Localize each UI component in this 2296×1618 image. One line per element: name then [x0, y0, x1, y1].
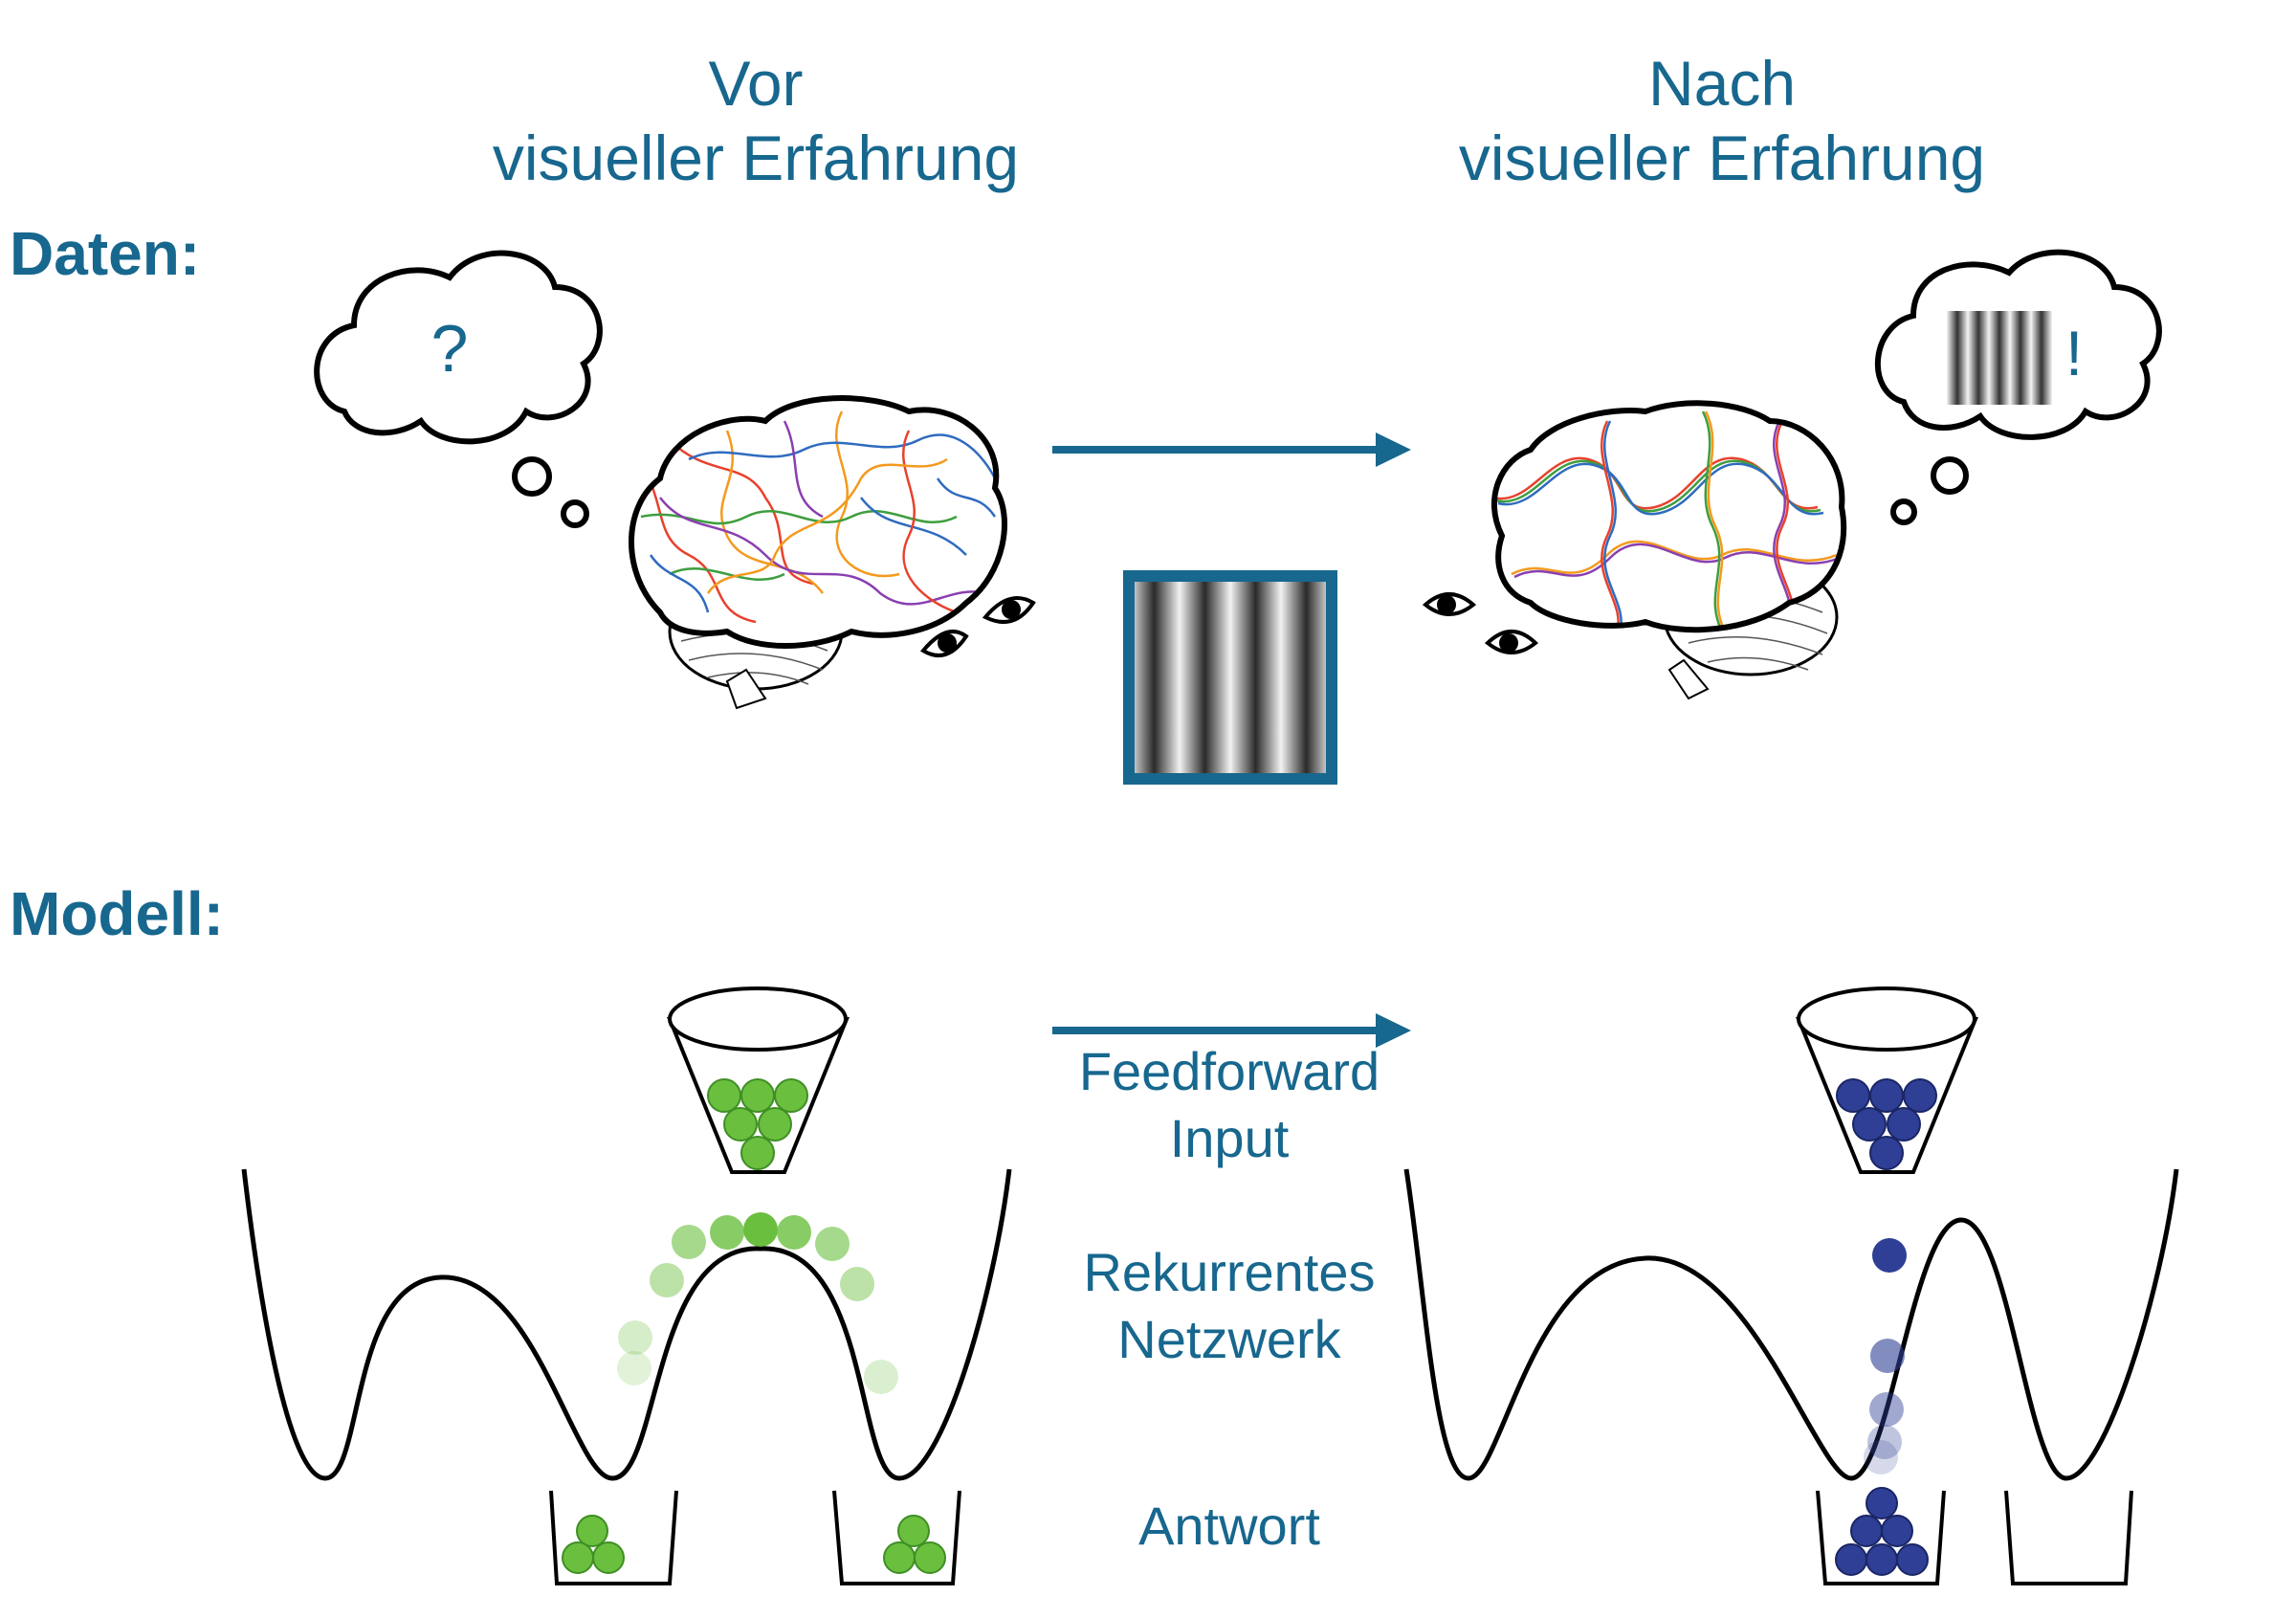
brain-before — [629, 395, 1007, 710]
energy-landscape-after — [1403, 1168, 2179, 1481]
thought-grating-icon — [1947, 311, 2052, 405]
before-heading-line1: Vor — [708, 48, 804, 119]
blue-balls-bucket-left — [1835, 1487, 1929, 1576]
thought-cloud-before — [314, 250, 603, 528]
section-data-label: Daten: — [10, 219, 201, 288]
blue-balls-trajectory — [1864, 1238, 1907, 1474]
grating-stimulus — [1123, 570, 1337, 785]
eyes-after-icon — [1422, 592, 1539, 654]
eyes-before-icon — [919, 596, 1036, 657]
green-balls-funnel — [707, 1078, 808, 1170]
feedforward-label-line2: Input — [1169, 1108, 1290, 1168]
feedforward-label-line1: Feedforward — [1078, 1041, 1380, 1101]
response-label: Antwort — [1138, 1496, 1320, 1556]
brain-after — [1491, 400, 1847, 700]
after-heading-line2: visueller Erfahrung — [1458, 122, 1986, 193]
green-balls-trajectory — [617, 1212, 898, 1394]
green-balls-bucket-right — [883, 1515, 946, 1574]
blue-balls-funnel — [1836, 1078, 1937, 1170]
exclamation-mark: ! — [2065, 318, 2083, 388]
after-heading-line1: Nach — [1647, 48, 1797, 119]
energy-landscape-before — [241, 1168, 1012, 1481]
bucket-after-left — [1816, 1490, 1946, 1585]
arrow-model-icon — [1052, 1013, 1411, 1048]
section-model-label: Modell: — [10, 879, 224, 948]
bucket-before-right — [832, 1490, 961, 1585]
question-mark: ? — [431, 311, 469, 386]
before-heading-line2: visueller Erfahrung — [492, 122, 1020, 193]
green-balls-bucket-left — [562, 1515, 625, 1574]
arrow-top-icon — [1052, 432, 1411, 467]
recurrent-label-line2: Netzwerk — [1117, 1309, 1341, 1369]
bucket-before-left — [549, 1490, 678, 1585]
recurrent-label-line1: Rekurrentes — [1083, 1242, 1376, 1302]
bucket-after-right — [2004, 1490, 2133, 1585]
